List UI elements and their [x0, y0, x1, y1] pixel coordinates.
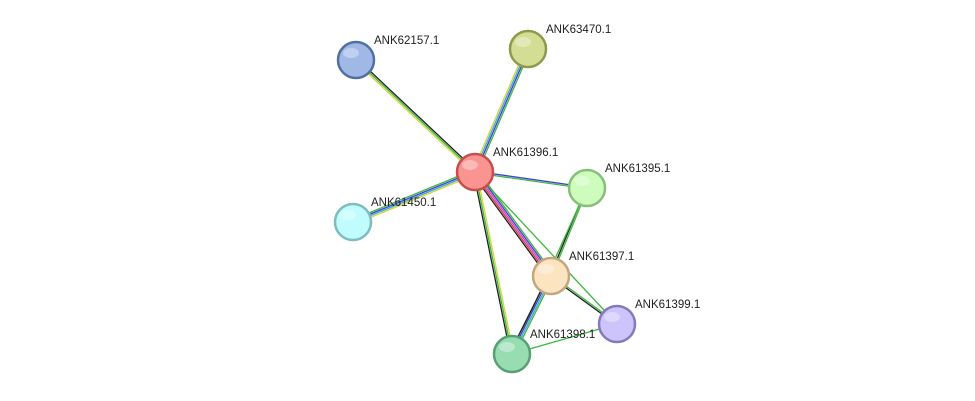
- node-circle[interactable]: [531, 256, 571, 296]
- edge-n_center-n_61450: [351, 169, 477, 225]
- node-ank63470-1[interactable]: ANK63470.1: [508, 24, 611, 69]
- node-highlight: [499, 342, 515, 352]
- edge-n_center-n_61399: [474, 171, 618, 325]
- node-circle[interactable]: [336, 40, 376, 80]
- node-circle[interactable]: [597, 304, 637, 344]
- node-ank61395-1[interactable]: ANK61395.1: [567, 163, 670, 208]
- edge-strand: [471, 173, 549, 279]
- edge-strand: [354, 60, 475, 174]
- node-label: ANK61398.1: [530, 329, 595, 341]
- node-circle[interactable]: [492, 334, 532, 374]
- node-highlight: [538, 264, 554, 274]
- node-highlight: [604, 312, 620, 322]
- edge-strand: [356, 58, 477, 172]
- node-label: ANK61399.1: [635, 299, 700, 311]
- edge-strand: [475, 170, 553, 276]
- node-highlight: [343, 48, 359, 58]
- node-highlight: [574, 176, 590, 186]
- node-ank62157-1[interactable]: ANK62157.1: [336, 35, 439, 80]
- edge-strand: [474, 171, 618, 325]
- edge-strand: [352, 170, 475, 222]
- node-ank61398-1[interactable]: ANK61398.1: [492, 329, 595, 374]
- node-label: ANK62157.1: [374, 35, 439, 47]
- node-highlight: [462, 160, 478, 170]
- node-ank61396-1[interactable]: ANK61396.1: [455, 147, 558, 192]
- edge-n_center-n_63470: [472, 47, 531, 174]
- edge-strand: [475, 171, 515, 354]
- edge-strand: [474, 171, 552, 277]
- edge-strand: [353, 172, 476, 224]
- edge-strand: [353, 173, 477, 225]
- nodes-layer: ANK61396.1 ANK62157.1 ANK63470.1ANK61450.1…: [333, 24, 700, 374]
- edge-strand: [473, 48, 528, 172]
- edge-strand: [351, 169, 475, 221]
- node-ank61397-1[interactable]: ANK61397.1: [531, 251, 634, 296]
- node-label: ANK61397.1: [569, 251, 634, 263]
- node-circle[interactable]: [455, 152, 495, 192]
- node-label: ANK61396.1: [493, 147, 558, 159]
- edge-n_center-n_61398: [472, 171, 515, 355]
- edge-n_center-n_62157: [354, 58, 477, 174]
- node-circle[interactable]: [567, 168, 607, 208]
- edge-strand: [476, 49, 531, 174]
- node-label: ANK61450.1: [371, 197, 436, 209]
- node-circle[interactable]: [333, 202, 373, 242]
- node-highlight: [515, 37, 531, 47]
- edge-strand: [477, 169, 555, 275]
- node-ank61399-1[interactable]: ANK61399.1: [597, 299, 700, 344]
- node-circle[interactable]: [508, 29, 548, 69]
- node-label: ANK63470.1: [546, 24, 611, 36]
- edge-strand: [472, 172, 512, 355]
- edge-strand: [475, 49, 530, 173]
- edge-strand: [473, 172, 551, 278]
- node-label: ANK61395.1: [605, 163, 670, 175]
- edge-strand: [474, 171, 513, 355]
- node-ank61450-1[interactable]: ANK61450.1: [333, 197, 436, 242]
- edge-strand: [355, 59, 476, 173]
- node-highlight: [340, 210, 356, 220]
- edge-strand: [472, 47, 527, 172]
